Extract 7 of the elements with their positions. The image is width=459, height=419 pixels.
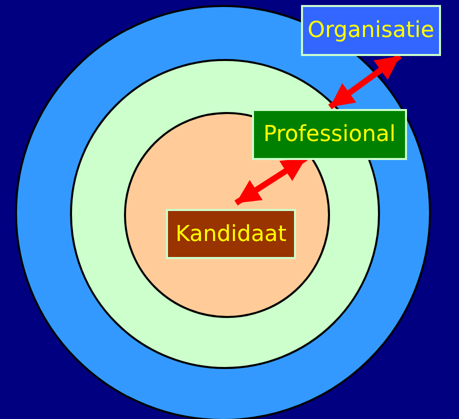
label-box [252, 109, 407, 160]
label-box [166, 209, 296, 259]
node-label: Professional [263, 122, 396, 147]
double-arrow [328, 54, 402, 110]
label-box [301, 5, 441, 56]
node-label: Organisatie [308, 18, 434, 43]
node-label: Kandidaat [175, 222, 287, 246]
